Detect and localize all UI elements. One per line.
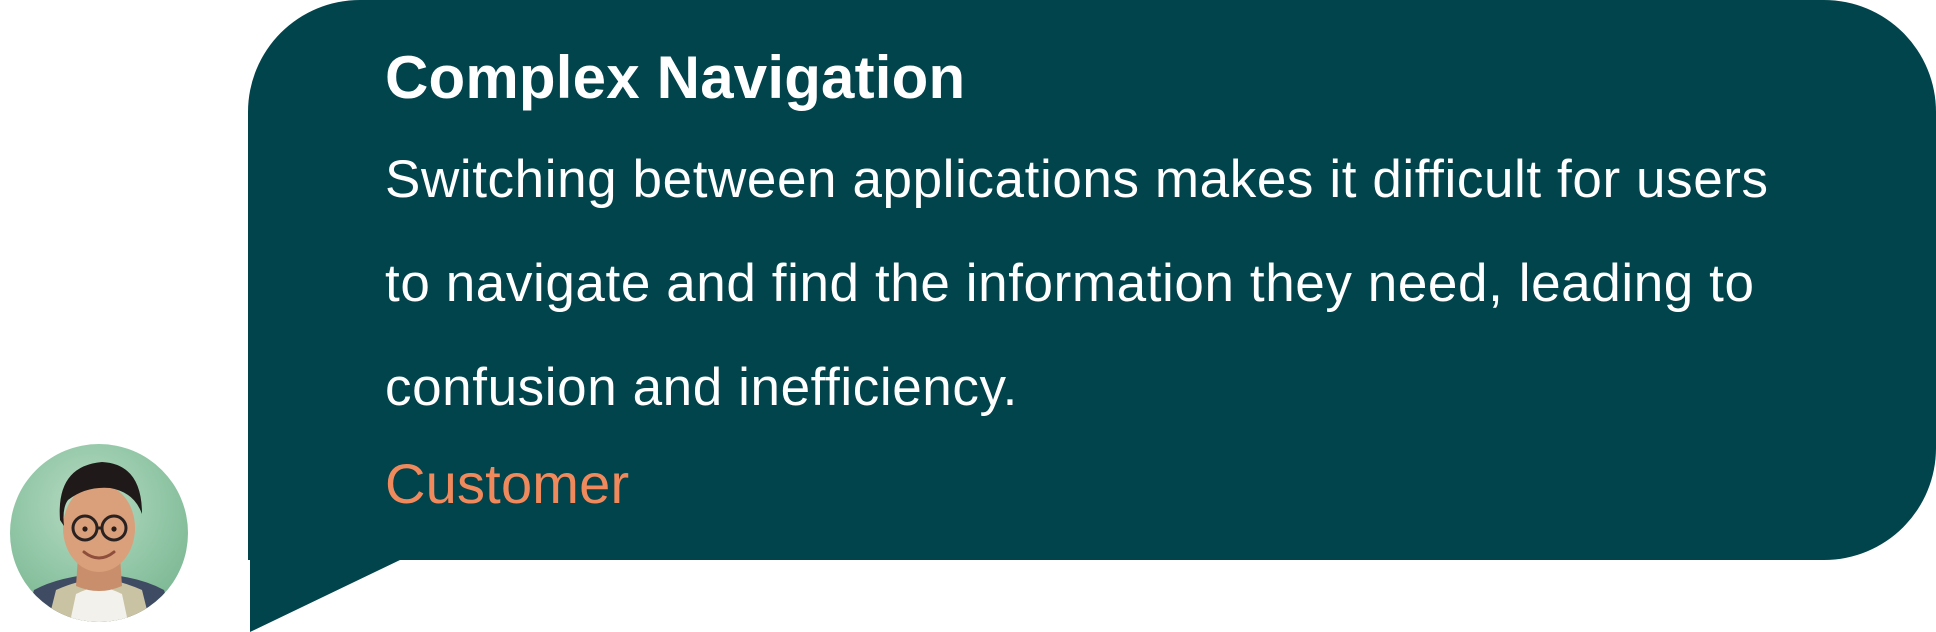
speech-bubble-tail [250,430,410,632]
testimonial-bubble [248,0,1936,560]
testimonial-role: Customer [385,452,630,515]
testimonial-title: Complex Navigation [385,44,966,111]
person-photo-icon [24,462,174,622]
testimonial-content: Complex Navigation Switching between app… [385,36,1835,526]
testimonial-body: Switching between applications makes it … [385,150,1769,417]
avatar [10,444,188,622]
